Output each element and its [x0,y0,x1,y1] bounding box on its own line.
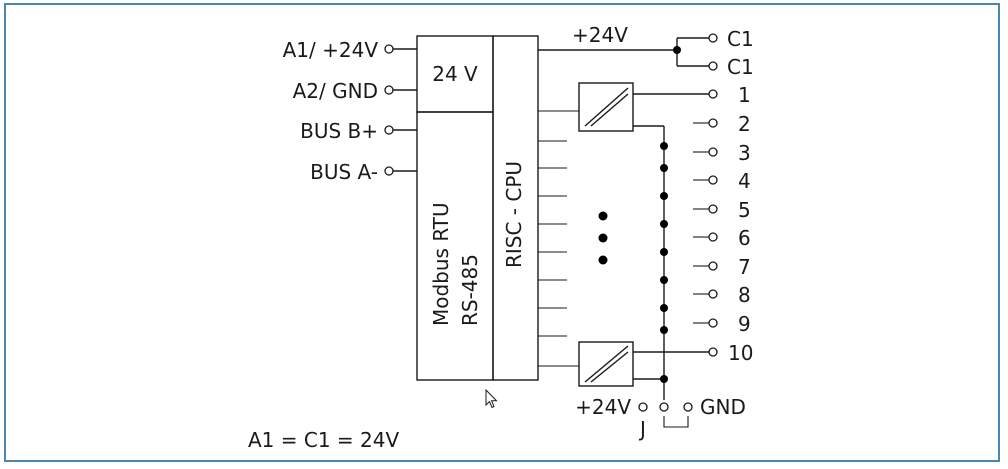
input-label-a2: A2/ GND [293,79,378,103]
output-label-1: 1 [738,83,751,107]
output-label-2: 2 [738,112,751,136]
footnote: A1 = C1 = 24V [248,428,399,452]
output-label-7: 7 [738,255,751,279]
diagram-frame [4,3,1000,462]
c1-bottom-label: C1 [727,55,754,79]
output-label-5: 5 [738,198,751,222]
cpu-block [492,35,539,381]
common-bus [660,126,668,400]
input-label-a1: A1/ +24V [283,38,379,62]
mouse-cursor-icon [485,388,498,409]
optocoupler-bottom [578,341,718,387]
cpu-output-lines [538,110,579,367]
supply-line [538,33,718,71]
input-label-bus-b: BUS B+ [300,119,378,143]
jumper [638,402,693,428]
output-label-6: 6 [738,226,751,250]
modbus-block-label-2: RS-485 [458,254,482,326]
input-label-bus-a: BUS A- [310,160,378,184]
input-terminals [384,44,417,176]
modbus-block-label-1: Modbus RTU [429,202,453,326]
output-label-9: 9 [738,312,751,336]
output-label-4: 4 [738,169,751,193]
jumper-gnd-label: GND [700,395,746,419]
output-terminals [693,118,718,328]
output-label-8: 8 [738,283,751,307]
output-label-3: 3 [738,141,751,165]
supply-label: +24V [572,23,628,47]
ellipsis-dots [598,211,608,265]
output-label-10: 10 [728,341,753,365]
cpu-block-label: RISC - CPU [502,161,526,268]
optocoupler-top [578,82,718,132]
jumper-j-label: J [638,417,646,441]
c1-top-label: C1 [727,27,754,51]
jumper-plus-label: +24V [575,395,631,419]
power-block-label: 24 V [432,62,478,86]
